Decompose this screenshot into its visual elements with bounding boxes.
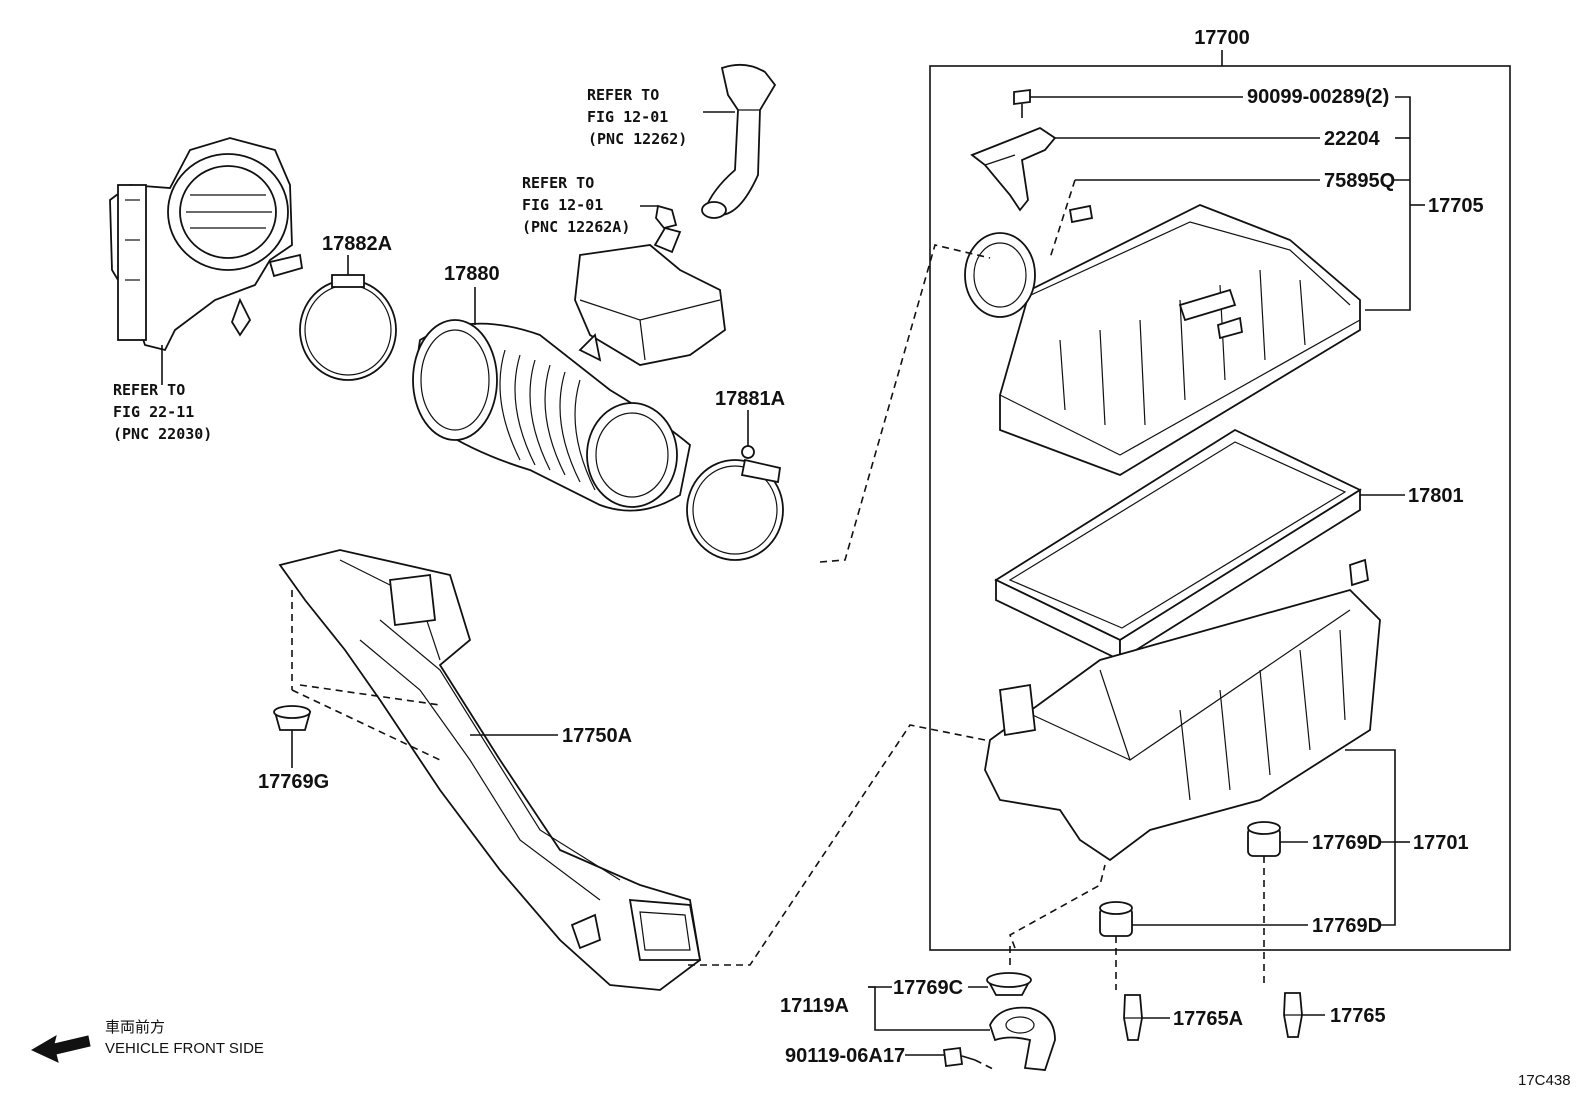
grommet-17769G xyxy=(273,705,312,768)
ref1-line2: FIG 12-01 xyxy=(587,108,668,126)
pin-17765A xyxy=(1123,994,1143,1041)
label-17750A: 17750A xyxy=(562,725,632,747)
ref3-line1: REFER TO xyxy=(113,381,185,399)
screw-90099 xyxy=(1013,88,1031,118)
label-22204: 22204 xyxy=(1324,128,1380,150)
ref1-line1: REFER TO xyxy=(587,86,659,104)
clamp-17882A xyxy=(299,255,397,381)
label-17880: 17880 xyxy=(444,263,500,285)
grommet-17769D-a xyxy=(1247,821,1281,857)
label-17769D-b: 17769D xyxy=(1312,915,1382,937)
airflow-sensor-22204 xyxy=(970,126,1057,212)
intake-duct-17750A xyxy=(278,549,702,991)
ref3-line3: (PNC 22030) xyxy=(113,425,212,443)
throttle-body xyxy=(109,137,304,385)
air-hose-17880 xyxy=(412,287,691,512)
label-90099: 90099-00289(2) xyxy=(1247,86,1389,108)
assembly-17700-box xyxy=(929,65,1511,951)
resonator xyxy=(574,226,726,366)
front-label-en: VEHICLE FRONT SIDE xyxy=(105,1040,264,1057)
ref1-line3: (PNC 12262) xyxy=(588,130,687,148)
label-17769D-a: 17769D xyxy=(1312,832,1382,854)
label-17119A: 17119A xyxy=(780,995,849,1017)
hose-clip xyxy=(640,204,678,230)
label-17705: 17705 xyxy=(1428,195,1484,217)
pin-17765 xyxy=(1283,992,1303,1038)
ref2-line2: FIG 12-01 xyxy=(522,196,603,214)
bolt-90119 xyxy=(942,1046,976,1068)
ref2-line1: REFER TO xyxy=(522,174,594,192)
label-17700: 17700 xyxy=(1194,27,1250,49)
air-cleaner-case xyxy=(984,558,1381,862)
label-17882A: 17882A xyxy=(322,233,392,255)
label-17881A: 17881A xyxy=(715,388,785,410)
grommet-17769D-b xyxy=(1099,901,1133,937)
clamp-17881A xyxy=(686,410,784,561)
bracket-17119A xyxy=(989,1006,1056,1071)
label-17765: 17765 xyxy=(1330,1005,1386,1027)
front-label-cn: 車両前方 xyxy=(105,1018,165,1036)
label-90119: 90119-06A17 xyxy=(785,1045,905,1067)
left-arrow-icon xyxy=(30,1034,91,1063)
air-cleaner-cover xyxy=(964,204,1361,476)
ref2-line3: (PNC 12262A) xyxy=(522,218,630,236)
air-filter-17801 xyxy=(994,428,1362,662)
ref3-line2: FIG 22-11 xyxy=(113,403,194,421)
grommet-17769C xyxy=(986,972,1032,996)
label-17769G: 17769G xyxy=(258,771,329,793)
label-17701: 17701 xyxy=(1413,832,1469,854)
label-75895Q: 75895Q xyxy=(1324,170,1395,192)
breather-hose xyxy=(701,63,777,219)
diagram-code: 17C438 xyxy=(1518,1072,1571,1089)
label-17765A: 17765A xyxy=(1173,1008,1243,1030)
label-17801: 17801 xyxy=(1408,485,1464,507)
label-17769C: 17769C xyxy=(893,977,963,999)
